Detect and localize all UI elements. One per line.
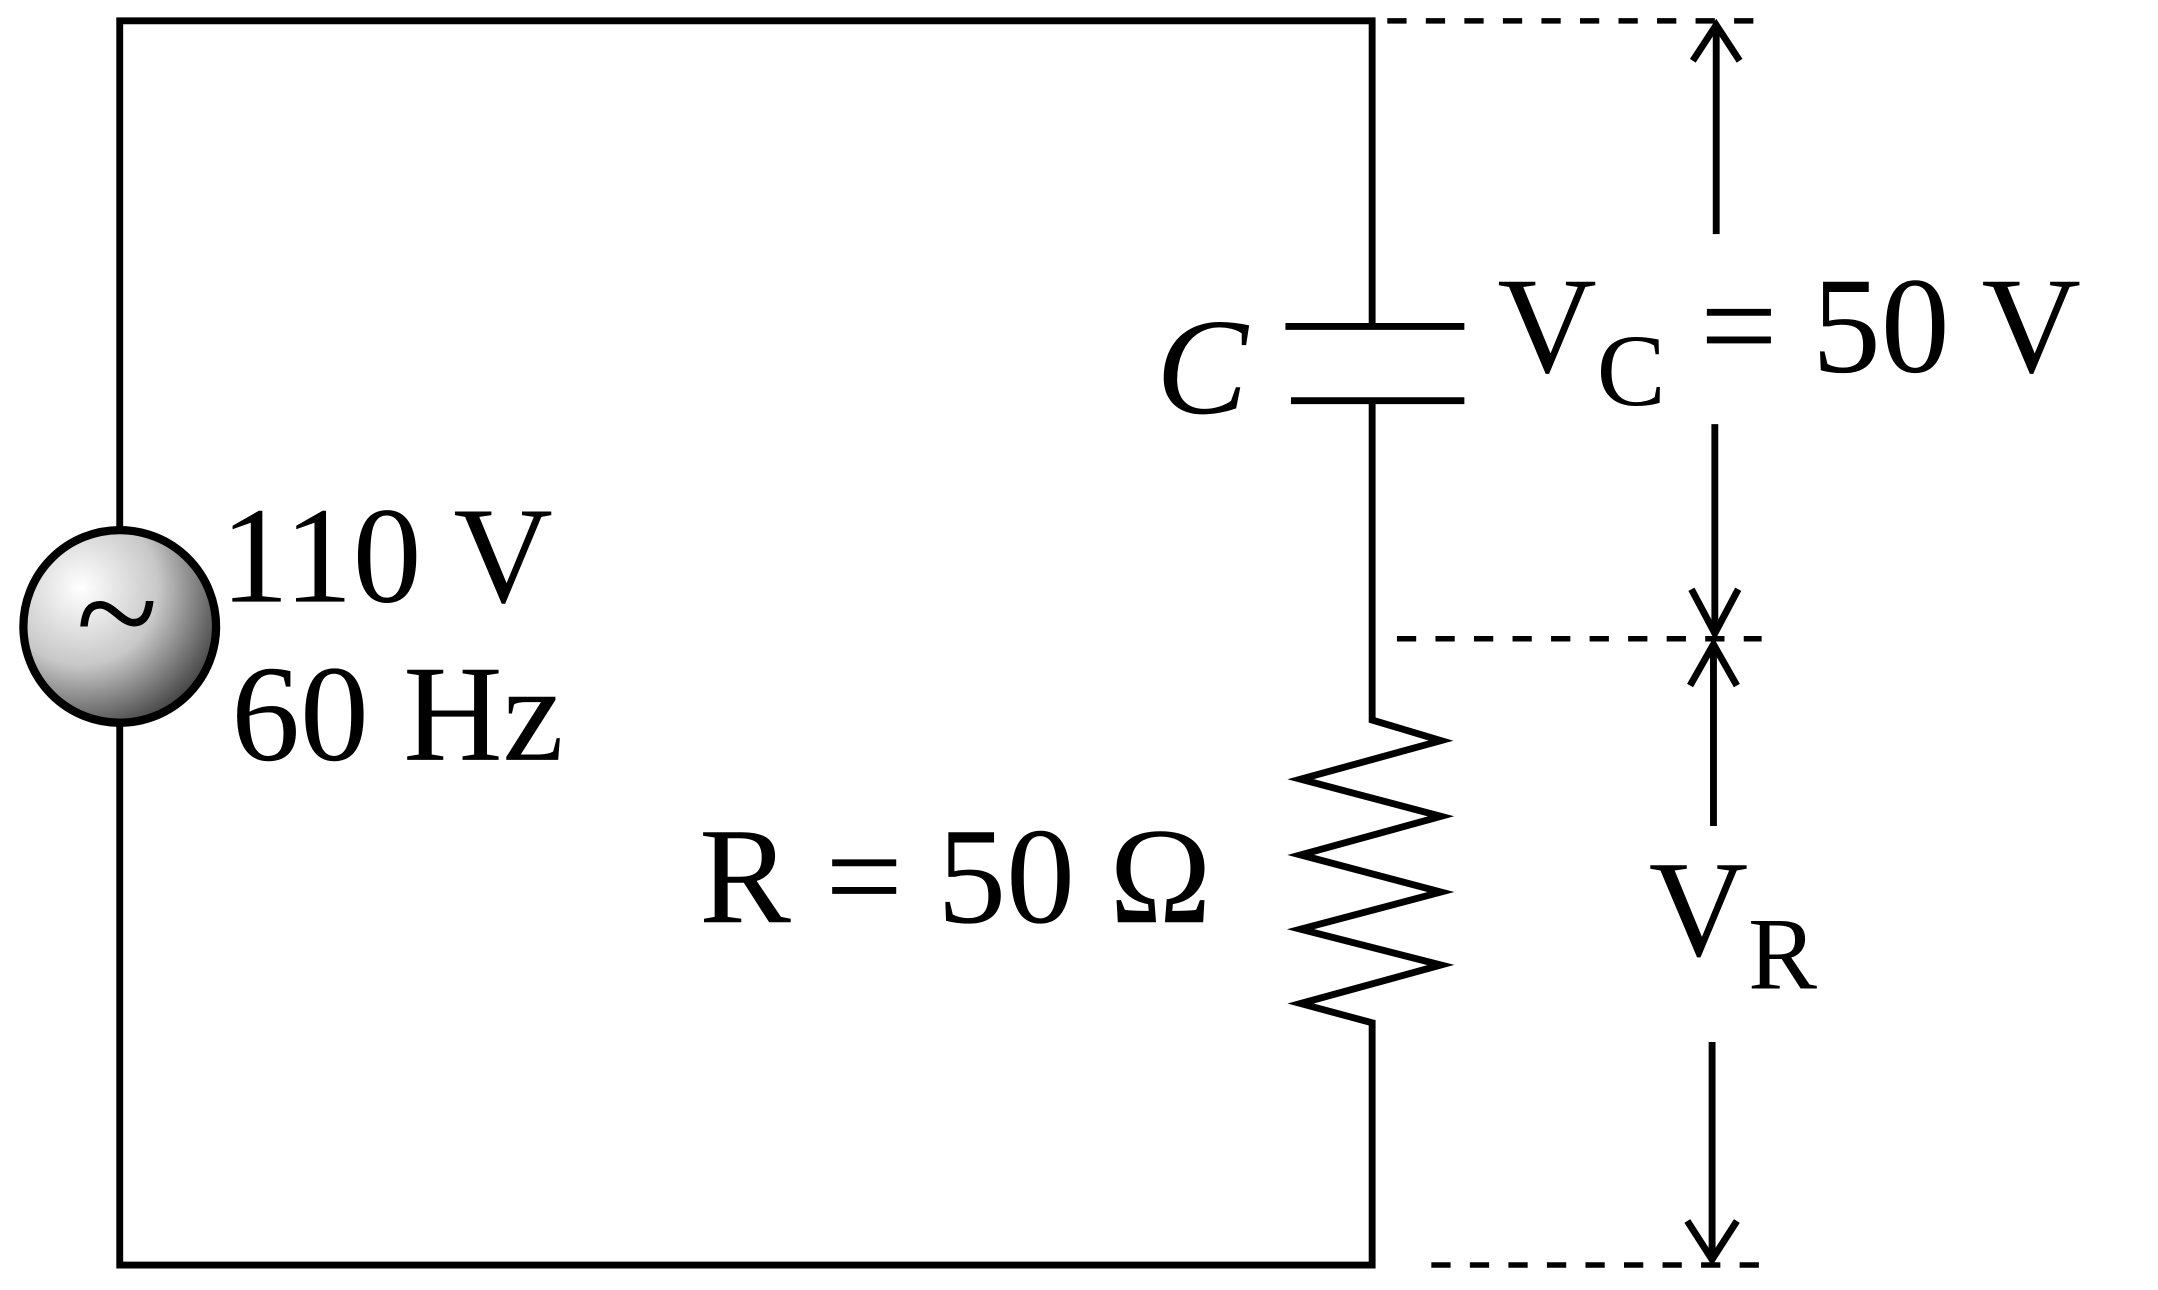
ac-source-icon bbox=[19, 525, 221, 727]
arrowhead-up-icon bbox=[1689, 18, 1743, 63]
arrowhead-down-icon bbox=[1688, 587, 1742, 641]
arrowhead-up-icon bbox=[1687, 637, 1740, 688]
capacitor-label: C bbox=[1156, 290, 1250, 443]
source-voltage-label: 110 V bbox=[220, 479, 553, 632]
source-frequency-label: 60 Hz bbox=[231, 637, 563, 790]
wire-loop bbox=[116, 17, 1455, 1269]
vc-label: VC = 50 V bbox=[1497, 249, 2081, 428]
arrowhead-down-icon bbox=[1684, 1219, 1740, 1266]
ac-symbol: ~ bbox=[76, 529, 158, 697]
resistor-label: R = 50 Ω bbox=[699, 799, 1211, 952]
vr-label: VR bbox=[1649, 832, 1817, 1011]
